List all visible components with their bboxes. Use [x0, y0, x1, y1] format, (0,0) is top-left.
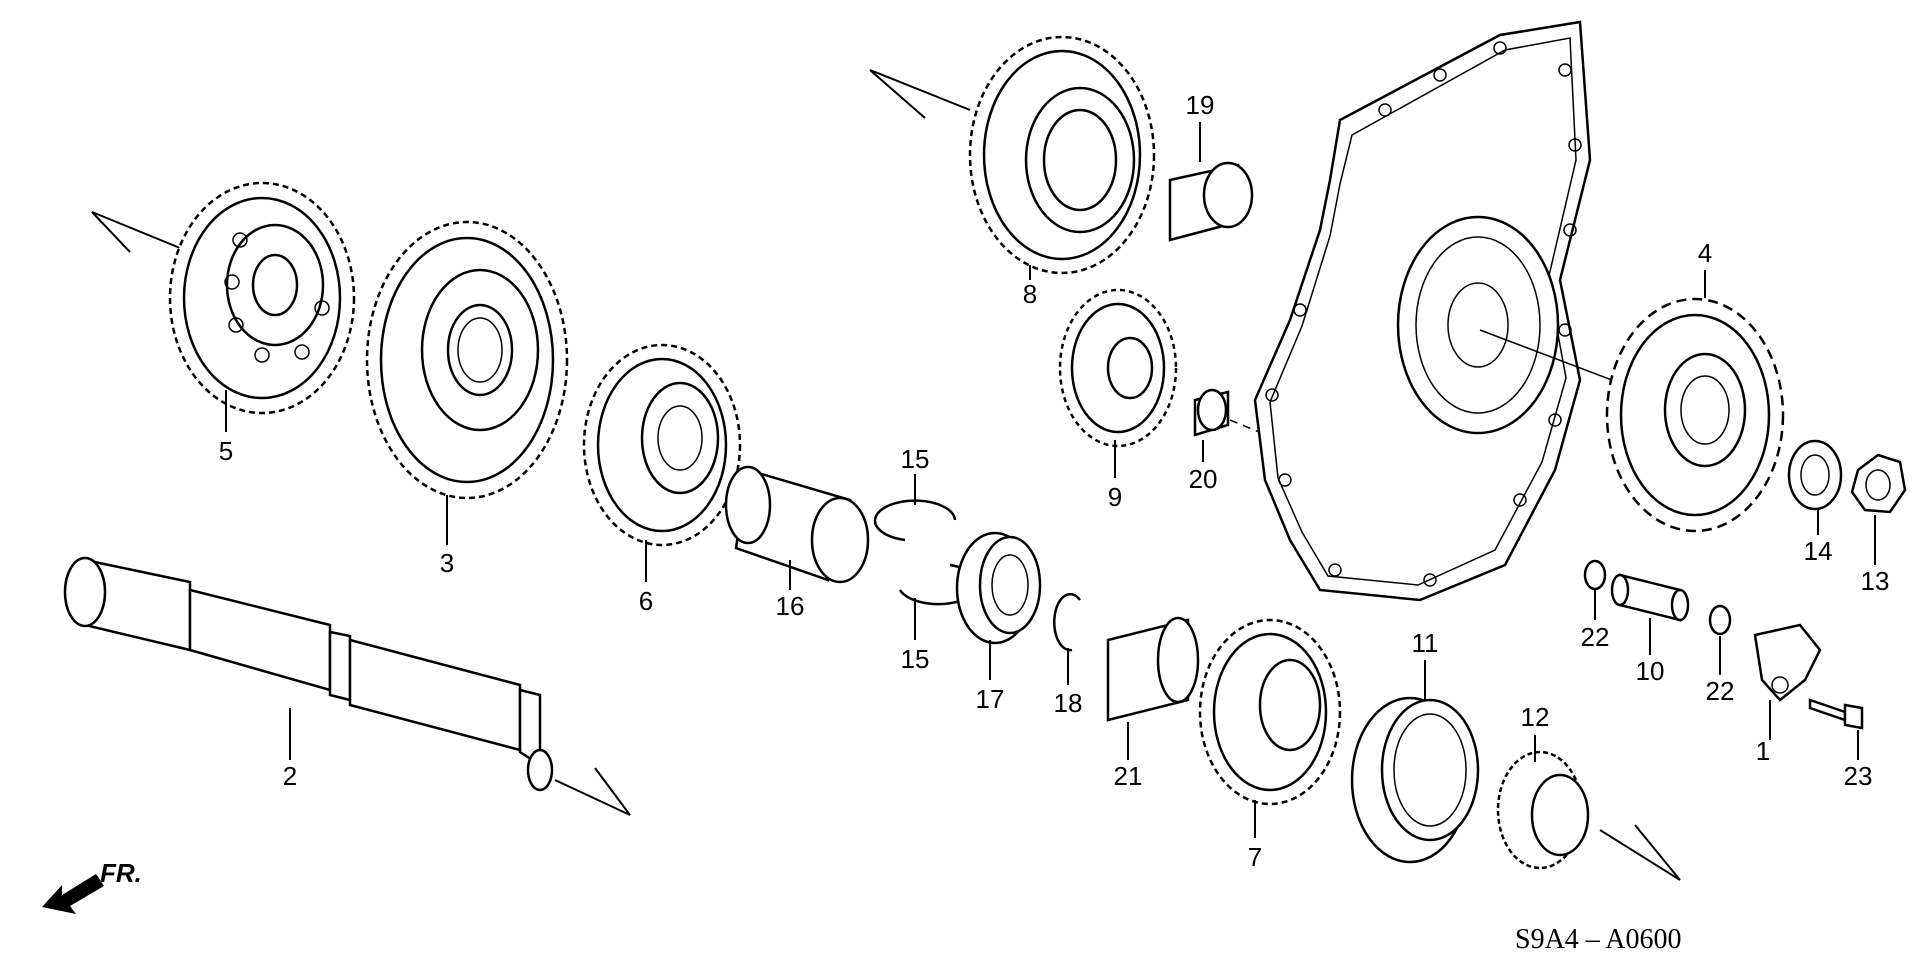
callout-15-upper: 15: [901, 444, 930, 474]
callout-7: 7: [1248, 842, 1262, 872]
gear-7: [1198, 618, 1342, 838]
callout-21: 21: [1114, 761, 1143, 791]
callout-11: 11: [1412, 628, 1439, 658]
case-gasket: [1253, 20, 1626, 602]
callout-2: 2: [283, 761, 297, 791]
bearing-17: [955, 531, 1042, 680]
callout-15-lower: 15: [901, 644, 930, 674]
clip-15-upper: [873, 474, 957, 542]
gear-3: [365, 220, 569, 545]
bearing-19: [1168, 122, 1254, 242]
bearing-21: [1106, 616, 1200, 760]
callout-22-left: 22: [1581, 622, 1610, 652]
front-direction-marker: FR.: [42, 858, 142, 914]
gear-4: [1605, 270, 1785, 533]
gear-5: [91, 181, 356, 432]
front-marker-label: FR.: [100, 858, 142, 888]
gear-9: [1058, 288, 1178, 478]
callout-14: 14: [1804, 536, 1833, 566]
gear-6: [582, 343, 742, 582]
synchro-sleeve-11: [1350, 660, 1480, 864]
snap-ring-18: [1052, 592, 1082, 685]
callout-16: 16: [776, 591, 805, 621]
pin-10: [1610, 573, 1690, 655]
callout-22-right: 22: [1706, 676, 1735, 706]
callout-20: 20: [1189, 464, 1218, 494]
washer-14: [1787, 439, 1843, 535]
callout-19: 19: [1186, 90, 1215, 120]
callout-4: 4: [1698, 238, 1712, 268]
washer-22-right: [1708, 604, 1732, 675]
bolt-23: [1808, 698, 1864, 760]
callout-1: 1: [1756, 736, 1770, 766]
sleeve-16: [724, 465, 870, 590]
nut-13: [1850, 453, 1907, 565]
callout-18: 18: [1054, 688, 1083, 718]
gear-12: [1496, 735, 1681, 881]
callout-9: 9: [1108, 482, 1122, 512]
shaft-2: [63, 556, 631, 816]
callout-17: 17: [976, 684, 1005, 714]
callout-12: 12: [1521, 702, 1550, 732]
callout-10: 10: [1636, 656, 1665, 686]
bracket-1: [1753, 623, 1822, 740]
diagram-code: S9A4 – A0600: [1515, 924, 1681, 955]
callout-8: 8: [1023, 279, 1037, 309]
callout-23: 23: [1844, 761, 1873, 791]
arrow-left-down-icon: [42, 874, 104, 914]
callout-13: 13: [1861, 566, 1890, 596]
callout-3: 3: [440, 548, 454, 578]
callout-5: 5: [219, 436, 233, 466]
callout-6: 6: [639, 586, 653, 616]
washer-22-left: [1583, 559, 1607, 620]
gear-8: [869, 35, 1156, 280]
